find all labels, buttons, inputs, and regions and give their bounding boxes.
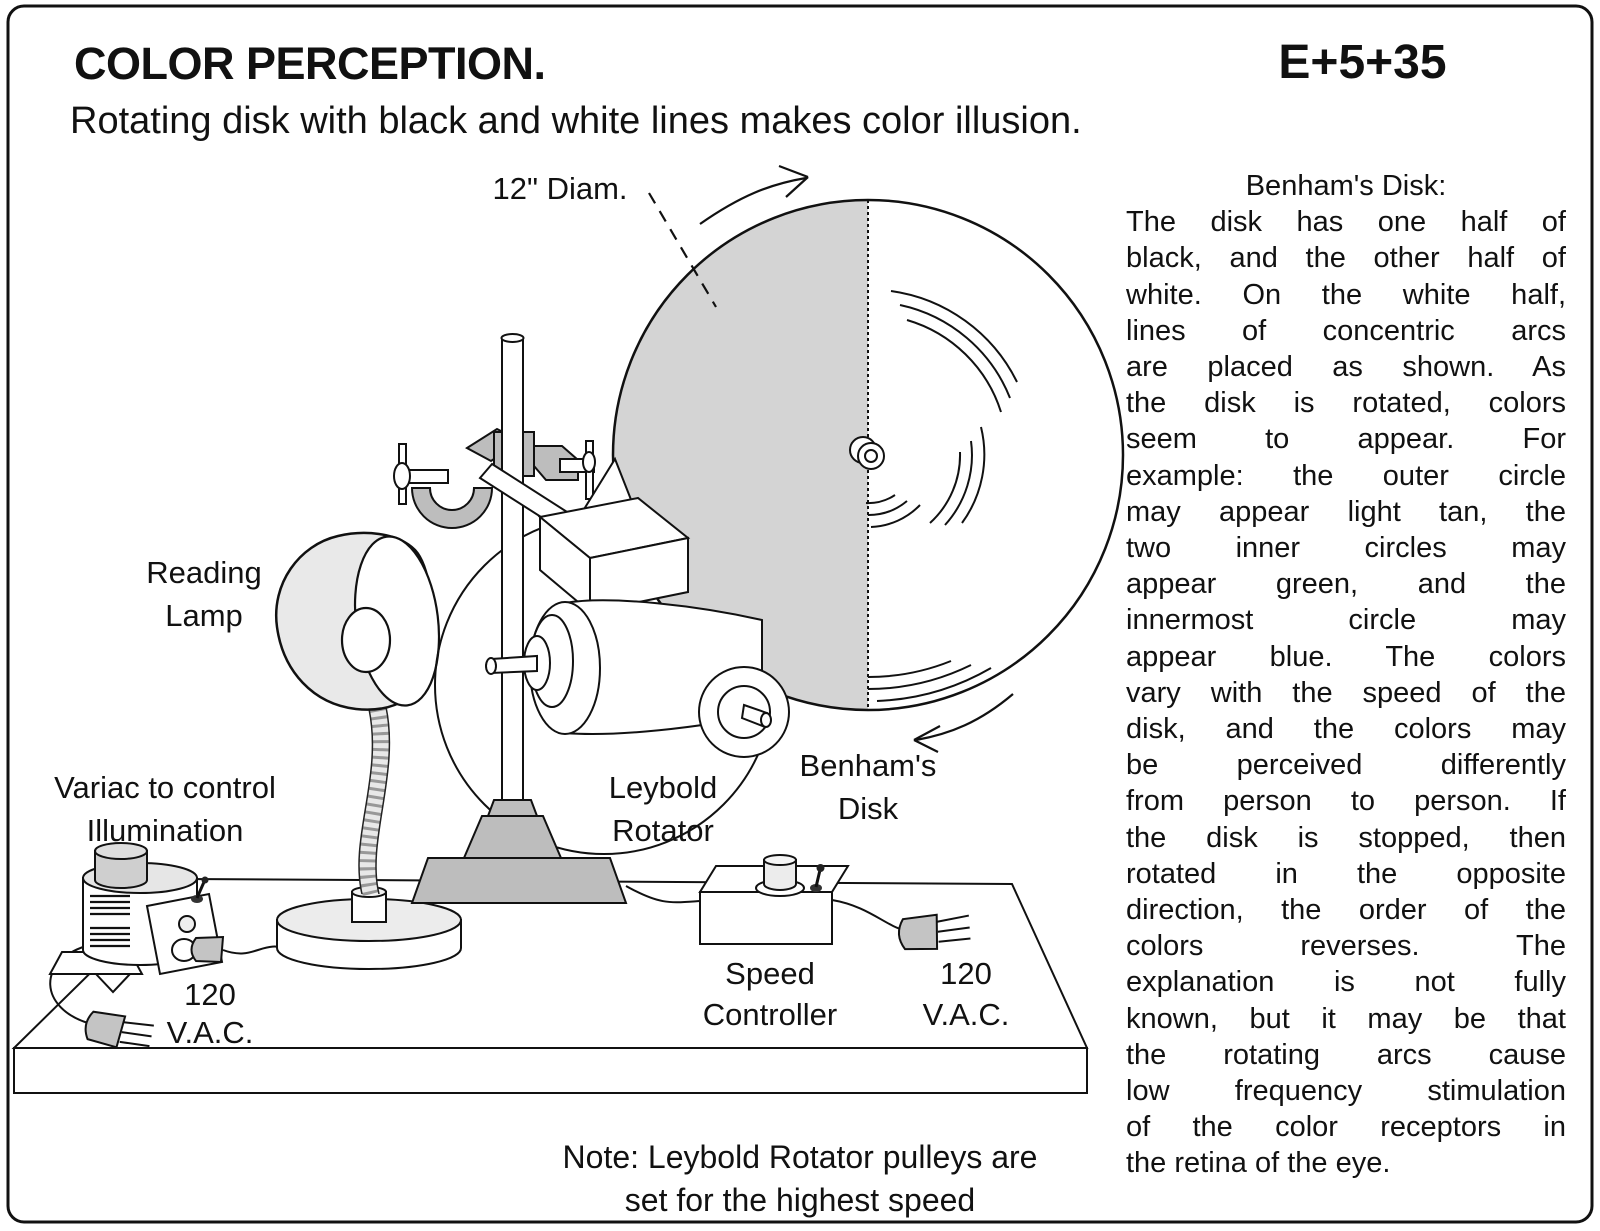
page-subtitle: Rotating disk with black and white lines… [70,100,1082,142]
reading-lamp [274,531,462,970]
leybold-rotator [478,456,790,758]
text-line: known, but it may be that [1126,1002,1566,1035]
label-benhams-disk: Benham's Disk [799,748,937,826]
variac-vents [90,894,130,948]
text-line: the disk is stopped, then [1126,821,1566,854]
controller-plug-icon [897,913,971,951]
text-line: from person to person. If [1126,785,1566,818]
text-line: be perceived differently [1126,749,1566,782]
controller-switch [814,869,822,888]
label-120vac-right: 120 V.A.C. [922,956,1010,1032]
disk-hub [849,436,885,470]
footnote: Note: Leybold Rotator pulleys are set fo… [562,1139,1038,1218]
text-line: two inner circles may [1126,532,1566,565]
rotator-cord [625,885,701,904]
variac-plug-icon [190,935,225,964]
label-disk-diameter: 12" Diam. [492,171,628,206]
text-line: innermost circle may [1126,604,1566,637]
page-border [6,4,1594,1224]
label-reading-lamp: Reading Lamp [146,555,262,633]
dashed-leader-line [648,192,717,308]
catalog-code: E+5+35 [1278,36,1447,89]
text-line: are placed as shown. As [1126,351,1566,384]
variac-switch [195,881,206,899]
text-line: The disk has one half of [1126,206,1566,239]
rotator-pulley [698,666,790,758]
wall-plug-icon [84,1010,154,1049]
text-line: explanation is not fully [1126,966,1566,999]
rotation-arrow-top-icon [699,164,809,225]
gooseneck [359,706,390,897]
text-line: vary with the speed of the [1126,676,1566,709]
text-line: example: the outer circle [1126,459,1566,492]
text-line: direction, the order of the [1126,894,1566,927]
text-line: white. On the white half, [1126,278,1566,311]
disk-arcs [865,290,1018,702]
stand-base [410,857,628,904]
text-line: the retina of the eye. [1126,1147,1391,1180]
text-line: appear green, and the [1126,568,1566,601]
text-line: colors reverses. The [1126,930,1566,963]
speed-controller [625,854,971,951]
variac-knob [94,850,148,889]
text-line: may appear light tan, the [1126,495,1566,528]
c-clamp [393,443,494,529]
text-line: of the color receptors in [1126,1111,1566,1144]
text-line: disk, and the colors may [1126,713,1566,746]
speed-knob [763,859,797,891]
support-stand [393,333,628,904]
text-line: lines of concentric arcs [1126,314,1566,347]
text-line: the disk is rotated, colors [1126,387,1566,420]
description-title: Benham's Disk: [1245,170,1447,202]
stand-rod [501,337,524,869]
text-line: rotated in the opposite [1126,857,1566,890]
label-variac: Variac to control Illumination [54,770,276,848]
text-line: seem to appear. For [1126,423,1566,456]
variac [48,842,319,1049]
lamp-bulb [340,606,392,674]
label-leybold-rotator: Leybold Rotator [608,770,718,848]
text-line: appear blue. The colors [1126,640,1566,673]
text-line: low frequency stimulation [1126,1075,1566,1108]
variac-indicator [178,915,196,933]
rotation-arrow-bottom-icon [913,693,1014,753]
annotations [648,164,1014,753]
label-speed-controller: Speed Controller [702,956,838,1032]
text-line: black, and the other half of [1126,242,1566,275]
page-title: COLOR PERCEPTION. [74,38,546,89]
label-120vac-left: 120 V.A.C. [166,977,254,1050]
text-line: the rotating arcs cause [1126,1038,1566,1071]
